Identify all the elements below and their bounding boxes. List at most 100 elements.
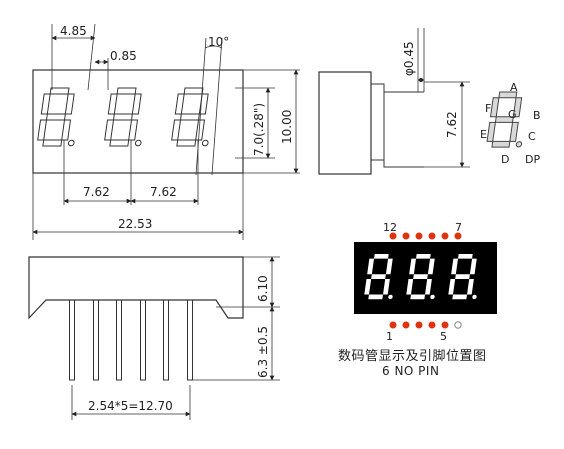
segment-dp — [430, 294, 435, 300]
front-view — [32, 23, 300, 240]
segment-g — [179, 113, 200, 121]
bottom-body — [28, 256, 244, 320]
segment-a — [416, 254, 431, 259]
missing-pin-6 — [454, 321, 462, 329]
display-digit-3 — [448, 254, 477, 300]
bottom-pin-dot-3 — [415, 321, 423, 329]
segment-e — [406, 278, 414, 295]
segment-dp — [388, 294, 393, 300]
segment-c — [509, 121, 519, 142]
segment-f — [409, 258, 417, 275]
segment-a — [374, 254, 389, 259]
pin-label-7: 7 — [455, 221, 462, 234]
segment-dp — [472, 294, 477, 300]
segment-d — [368, 294, 384, 300]
pin-length-label: 6.3 ±0.5 — [256, 326, 270, 378]
segment-label-c: C — [528, 130, 536, 143]
display-digit-1 — [364, 254, 393, 300]
segment-label-a: A — [510, 81, 518, 94]
segment-a — [116, 87, 137, 95]
segment-c — [195, 119, 206, 141]
top-pin-dot-5 — [441, 232, 449, 240]
segment-b — [64, 93, 75, 115]
segment-label-e: E — [480, 128, 487, 141]
top-pin-dot-1 — [389, 232, 397, 240]
segment-label-dp: DP — [525, 153, 540, 166]
bottom-view — [28, 256, 280, 420]
pin-pitch-label: 2.54*5=12.70 — [88, 399, 173, 413]
side-dimension-labels: φ0.45 7.62 — [402, 41, 459, 138]
segment-dp — [515, 141, 523, 148]
pinout-caption-cn: 数码管显示及引脚位置图 — [338, 349, 487, 364]
segment-b — [469, 258, 477, 275]
segment-a — [183, 87, 204, 95]
segment-e — [486, 121, 496, 142]
segment-d — [491, 140, 511, 148]
pin-5 — [163, 299, 169, 381]
segment-b — [427, 258, 435, 275]
row-spacing-label: 7.62 — [445, 111, 459, 138]
segment-e — [37, 119, 48, 141]
pitch-1-label: 7.62 — [83, 185, 110, 199]
pin-3 — [116, 299, 122, 381]
segment-e — [448, 278, 456, 295]
pin-6 — [187, 299, 193, 381]
pin-diameter-label: φ0.45 — [402, 41, 416, 76]
segment-d — [410, 294, 426, 300]
segment-f — [174, 93, 185, 115]
body-height-label: 10.00 — [280, 110, 294, 144]
segment-d — [176, 139, 197, 147]
segment-c — [128, 119, 139, 141]
top-pin-dot-3 — [415, 232, 423, 240]
segment-d — [42, 139, 63, 147]
segment-g — [455, 274, 470, 279]
segment-label-f: F — [485, 102, 491, 115]
segment-c — [467, 278, 474, 295]
legend-seven-segment — [486, 91, 523, 148]
segment-width-label: 4.85 — [60, 24, 87, 38]
total-width-label: 22.53 — [118, 217, 152, 231]
pin-label-12: 12 — [383, 221, 397, 234]
pin-1 — [69, 299, 75, 381]
side-view — [318, 28, 470, 175]
segment-g — [371, 274, 386, 279]
segment-dp — [201, 139, 209, 147]
bottom-pin-dot-2 — [402, 321, 410, 329]
segment-c — [425, 278, 432, 295]
segment-a — [49, 87, 70, 95]
front-digits — [37, 87, 209, 147]
display-digits — [364, 254, 477, 300]
segment-f — [367, 258, 375, 275]
dp-gap-label: 0.85 — [110, 49, 137, 63]
segment-g — [112, 113, 133, 121]
segment-e — [364, 278, 372, 295]
segment-f — [451, 258, 459, 275]
segment-label-b: B — [533, 109, 541, 122]
segment-label-g: G — [508, 108, 517, 121]
segment-b — [385, 258, 393, 275]
bottom-pin-dot-5 — [441, 321, 449, 329]
segment-e — [104, 119, 115, 141]
slant-angle-label: 10° — [208, 35, 229, 49]
front-dimension-labels: 4.85 0.85 10° 7.62 7.62 22.53 7.0(.28") … — [60, 24, 294, 231]
segment-b — [131, 93, 142, 115]
segment-g — [413, 274, 428, 279]
segment-d — [452, 294, 468, 300]
top-pin-dot-6 — [454, 232, 462, 240]
segment-f — [40, 93, 51, 115]
segment-label-d: D — [501, 153, 509, 166]
segment-b — [198, 93, 209, 115]
pinout-diagram: 12 7 1 5 — [354, 221, 497, 343]
legend-digit — [486, 91, 523, 148]
segment-e — [171, 119, 182, 141]
segment-d — [109, 139, 130, 147]
segment-a — [458, 254, 473, 259]
front-body — [32, 69, 244, 174]
height-label: 6.10 — [256, 275, 270, 302]
front-digit-2 — [104, 87, 142, 147]
display-digit-2 — [406, 254, 435, 300]
bottom-dimension-labels: 6.10 6.3 ±0.5 2.54*5=12.70 — [88, 275, 270, 413]
segment-f — [107, 93, 118, 115]
pin-dots — [389, 232, 462, 329]
